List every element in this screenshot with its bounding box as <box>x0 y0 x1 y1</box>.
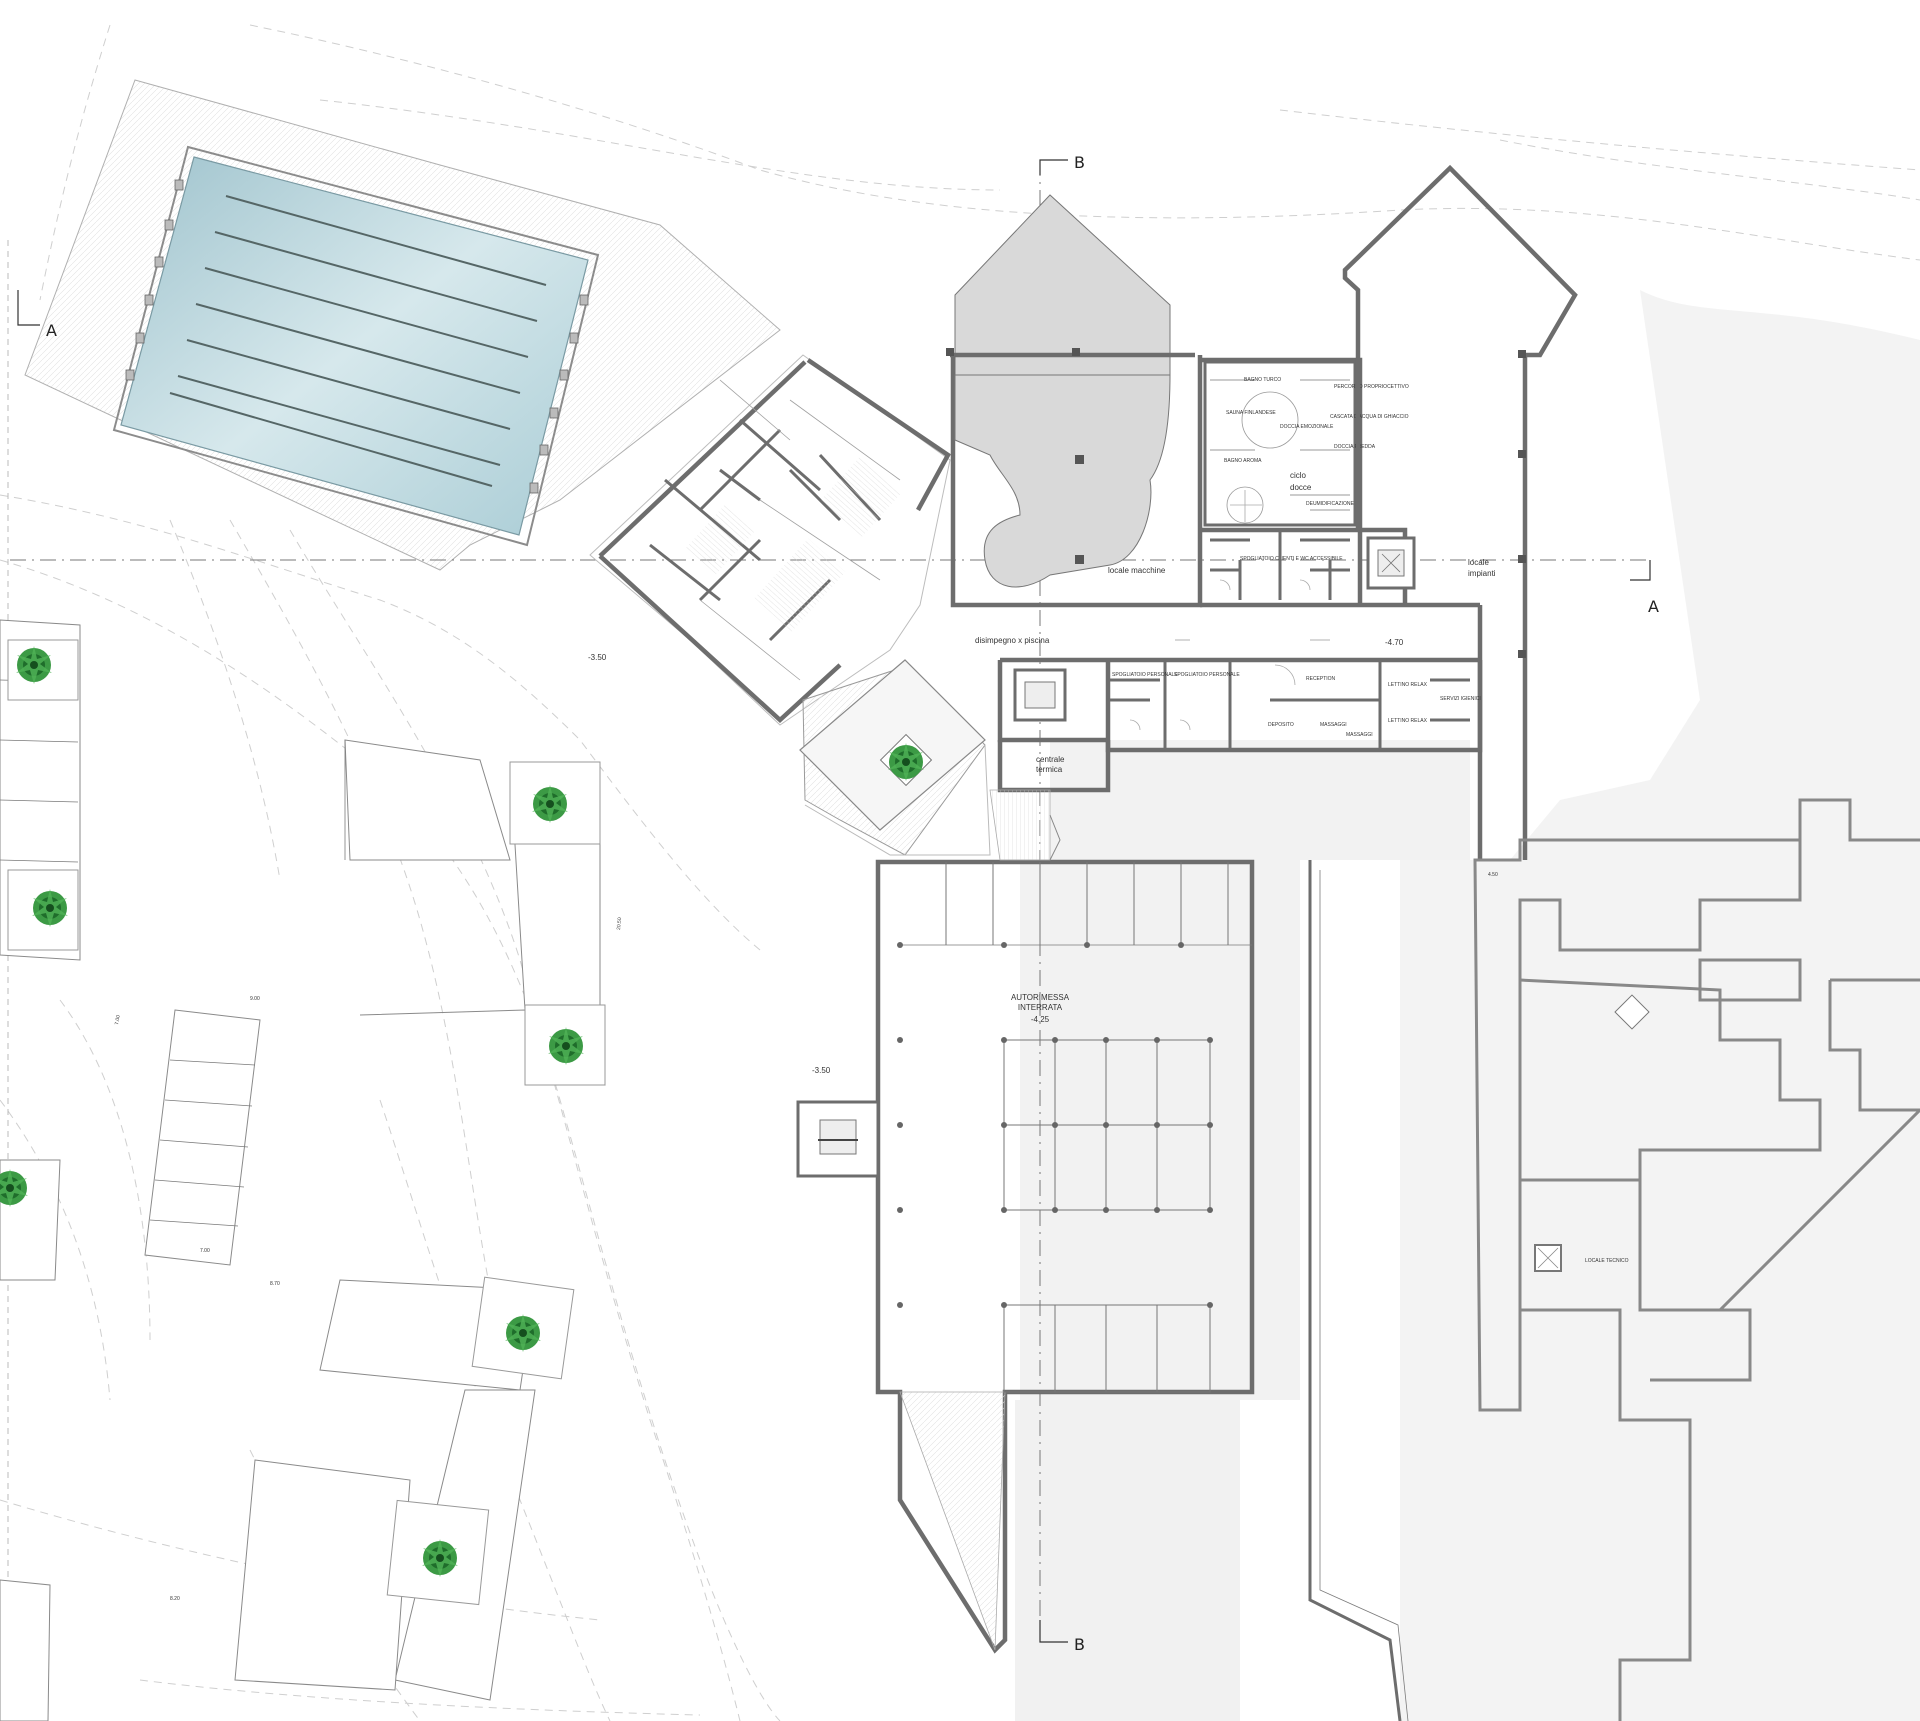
section-marker-b-top: B <box>1039 153 1085 175</box>
changing-rooms-wing <box>589 354 951 726</box>
svg-text:DOCCIA FREDDA: DOCCIA FREDDA <box>1334 444 1376 450</box>
existing-buildings: LOCALE TECNICO 4.50 <box>1473 798 1920 1721</box>
svg-text:SPOGLIATOIO PERSONALE: SPOGLIATOIO PERSONALE <box>1112 672 1178 678</box>
ramp <box>989 789 1061 861</box>
section-marker-a-right: A <box>1630 560 1659 616</box>
svg-text:centrale: centrale <box>1036 755 1065 764</box>
pool-lanes <box>169 195 547 487</box>
svg-text:disimpegno x piscina: disimpegno x piscina <box>975 636 1050 645</box>
svg-text:SAUNA FINLANDESE: SAUNA FINLANDESE <box>1226 410 1276 416</box>
svg-text:7.00: 7.00 <box>114 1015 122 1026</box>
underground-garage: AUTORIMESSA INTERRATA -4.25 -3.50 <box>796 859 1255 1654</box>
svg-text:locale: locale <box>1468 558 1489 567</box>
svg-text:BAGNO AROMA: BAGNO AROMA <box>1224 458 1262 464</box>
svg-text:INTERRATA: INTERRATA <box>1018 1003 1063 1012</box>
service-road <box>1308 860 1409 1721</box>
courtyard <box>799 659 991 856</box>
stair-core <box>1366 536 1416 590</box>
svg-text:termica: termica <box>1036 765 1063 774</box>
svg-text:SERVIZI IGIENICI: SERVIZI IGIENICI <box>1440 696 1481 702</box>
svg-text:20.50: 20.50 <box>616 917 623 930</box>
svg-text:7.00: 7.00 <box>200 1248 210 1254</box>
svg-text:CASCATA D'ACQUA DI GHIACCIO: CASCATA D'ACQUA DI GHIACCIO <box>1330 414 1409 420</box>
service-rooms: SPOGLIATOIO PERSONALE SPOGLIATOIO PERSON… <box>997 657 1483 753</box>
svg-text:DEPOSITO: DEPOSITO <box>1268 722 1294 728</box>
svg-text:RECEPTION: RECEPTION <box>1306 676 1336 682</box>
svg-text:BAGNO TURCO: BAGNO TURCO <box>1244 377 1281 383</box>
svg-text:MASSAGGI: MASSAGGI <box>1346 732 1373 738</box>
wellness-block: BAGNO TURCO SAUNA FINLANDESE DOCCIA EMOZ… <box>1200 357 1480 608</box>
svg-text:LETTINO RELAX: LETTINO RELAX <box>1388 682 1428 688</box>
pool-lane-posts <box>125 179 589 494</box>
locale-macchine: locale macchine <box>946 194 1203 608</box>
section-marker-b-bottom: B <box>1039 1620 1085 1654</box>
svg-text:A: A <box>1648 597 1659 616</box>
svg-text:-3.50: -3.50 <box>812 1066 831 1075</box>
svg-text:locale macchine: locale macchine <box>1108 566 1166 575</box>
terrain-shading <box>1015 290 1920 1721</box>
svg-text:-4.70: -4.70 <box>1385 638 1404 647</box>
svg-text:MASSAGGI: MASSAGGI <box>1320 722 1347 728</box>
svg-text:AUTORIMESSA: AUTORIMESSA <box>1011 993 1070 1002</box>
svg-text:B: B <box>1074 1635 1085 1654</box>
svg-text:LOCALE TECNICO: LOCALE TECNICO <box>1585 1258 1629 1264</box>
residential-units: 9.00 7.00 8.70 7.00 8.20 20.50 <box>0 619 623 1721</box>
svg-text:DEUMIDIFICAZIONE: DEUMIDIFICAZIONE <box>1306 501 1354 507</box>
svg-text:4.50: 4.50 <box>1488 872 1498 878</box>
section-marker-a-left: A <box>17 290 57 340</box>
svg-text:SPOGLIATOIO CLIENTI E WC ACCES: SPOGLIATOIO CLIENTI E WC ACCESSIBILE <box>1240 556 1343 562</box>
svg-text:DOCCIA EMOZIONALE: DOCCIA EMOZIONALE <box>1280 424 1334 430</box>
svg-text:-4.25: -4.25 <box>1031 1015 1050 1024</box>
svg-text:8.20: 8.20 <box>170 1596 180 1602</box>
svg-text:A: A <box>46 321 57 340</box>
garage-stair <box>796 1100 880 1178</box>
svg-text:B: B <box>1074 153 1085 172</box>
level-label: -3.50 <box>588 653 607 662</box>
swimming-pool <box>112 145 600 547</box>
corridor: disimpegno x piscina -4.70 <box>975 636 1404 647</box>
svg-text:docce: docce <box>1290 483 1312 492</box>
svg-text:SPOGLIATOIO PERSONALE: SPOGLIATOIO PERSONALE <box>1174 672 1240 678</box>
svg-text:LETTINO RELAX: LETTINO RELAX <box>1388 718 1428 724</box>
contour-lines <box>0 24 1920 1721</box>
svg-text:impianti: impianti <box>1468 569 1496 578</box>
svg-text:9.00: 9.00 <box>250 996 260 1002</box>
svg-text:ciclo: ciclo <box>1290 471 1307 480</box>
svg-text:PERCORSO PROPRIOCETTIVO: PERCORSO PROPRIOCETTIVO <box>1334 384 1409 390</box>
svg-text:8.70: 8.70 <box>270 1281 280 1287</box>
centrale-termica: centrale termica <box>997 740 1111 793</box>
